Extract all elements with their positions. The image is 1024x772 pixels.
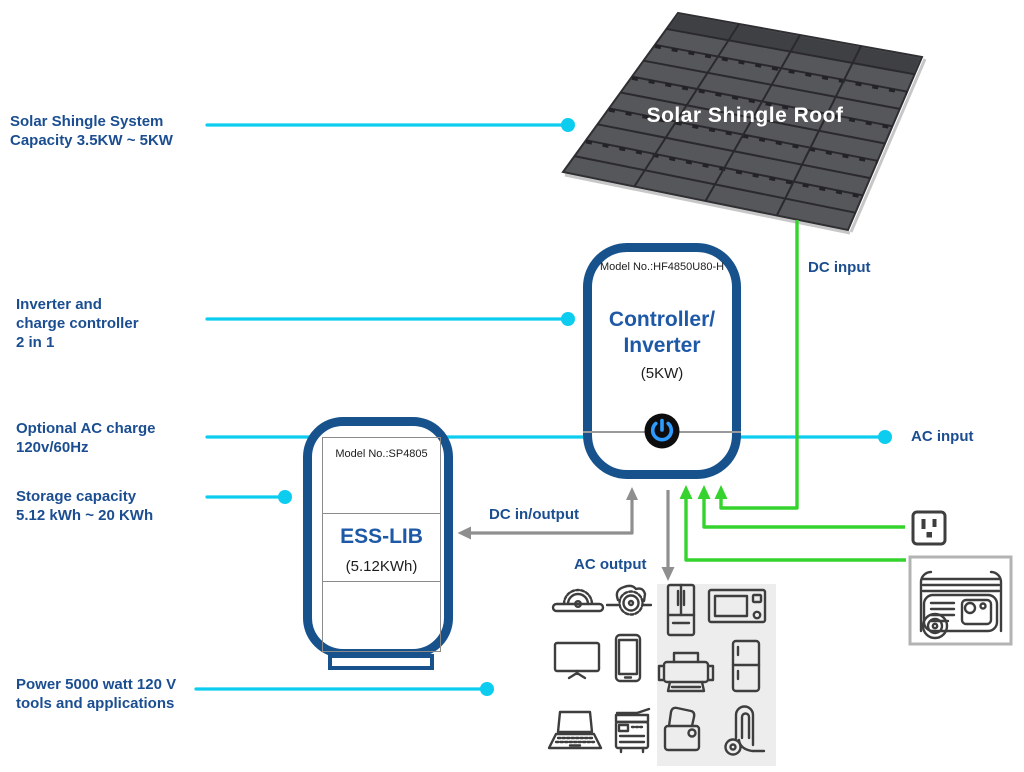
solar-roof-graphic <box>561 11 927 235</box>
label-optional-ac: Optional AC charge 120v/60Hz <box>16 420 156 456</box>
label-dc-input: DC input <box>808 259 871 276</box>
battery-model: Model No.:SP4805 <box>335 448 428 460</box>
outlet-ac-line <box>697 485 905 529</box>
tablet-icon <box>614 633 642 683</box>
label-solar-capacity: Solar Shingle System Capacity 3.5KW ~ 5K… <box>10 113 173 149</box>
controller-rating: (5KW) <box>640 365 684 382</box>
battery-box: Model No.:SP4805 ESS-LIB (5.12KWh) <box>303 417 453 658</box>
roof-title: Solar Shingle Roof <box>646 104 844 127</box>
label-power-tools: Power 5000 watt 120 V tools and applicat… <box>16 676 177 712</box>
refrigerator-icon <box>731 639 761 693</box>
french-door-refrigerator-icon <box>666 583 696 637</box>
controller-name: Controller/ Inverter <box>608 308 716 357</box>
copier-icon <box>614 707 651 754</box>
monitor-icon <box>553 641 601 680</box>
ac-output-arrow <box>661 490 675 581</box>
dc-input-line <box>714 220 799 510</box>
generator-ac-line <box>679 485 906 562</box>
toaster-icon <box>663 706 701 752</box>
label-storage: Storage capacity 5.12 kWh ~ 20 KWh <box>16 488 154 524</box>
battery-name: ESS-LIB <box>340 525 423 548</box>
controller-model: Model No.:HF4850U80-H <box>599 261 725 273</box>
label-inverter-2in1: Inverter and charge controller 2 in 1 <box>16 296 139 351</box>
label-ac-input: AC input <box>911 428 974 445</box>
label-ac-output: AC output <box>574 556 647 573</box>
callout-line-storage <box>205 490 292 504</box>
label-dc-inoutput: DC in/output <box>489 506 579 523</box>
battery-panel-seam-bottom <box>323 581 440 582</box>
battery-front-panel: Model No.:SP4805 ESS-LIB (5.12KWh) <box>322 437 441 652</box>
ac-outlet-icon <box>911 510 947 546</box>
dc-inoutput-arrow <box>457 487 638 540</box>
laptop-icon <box>547 710 603 750</box>
battery-panel-seam-top <box>323 513 440 514</box>
callout-line-inverter <box>205 312 575 326</box>
table-saw-icon <box>551 588 605 613</box>
printer-icon <box>657 651 715 693</box>
callout-line-solar-capacity <box>205 118 575 132</box>
microwave-icon <box>707 588 767 624</box>
callout-line-power-tools <box>194 682 494 696</box>
power-button-icon <box>644 413 680 449</box>
circular-saw-icon <box>606 584 652 616</box>
controller-inverter-box: Model No.:HF4850U80-H Controller/ Invert… <box>583 243 741 479</box>
generator-icon <box>908 555 1013 646</box>
battery-rating: (5.12KWh) <box>345 558 418 575</box>
vacuum-cleaner-icon <box>724 705 766 756</box>
